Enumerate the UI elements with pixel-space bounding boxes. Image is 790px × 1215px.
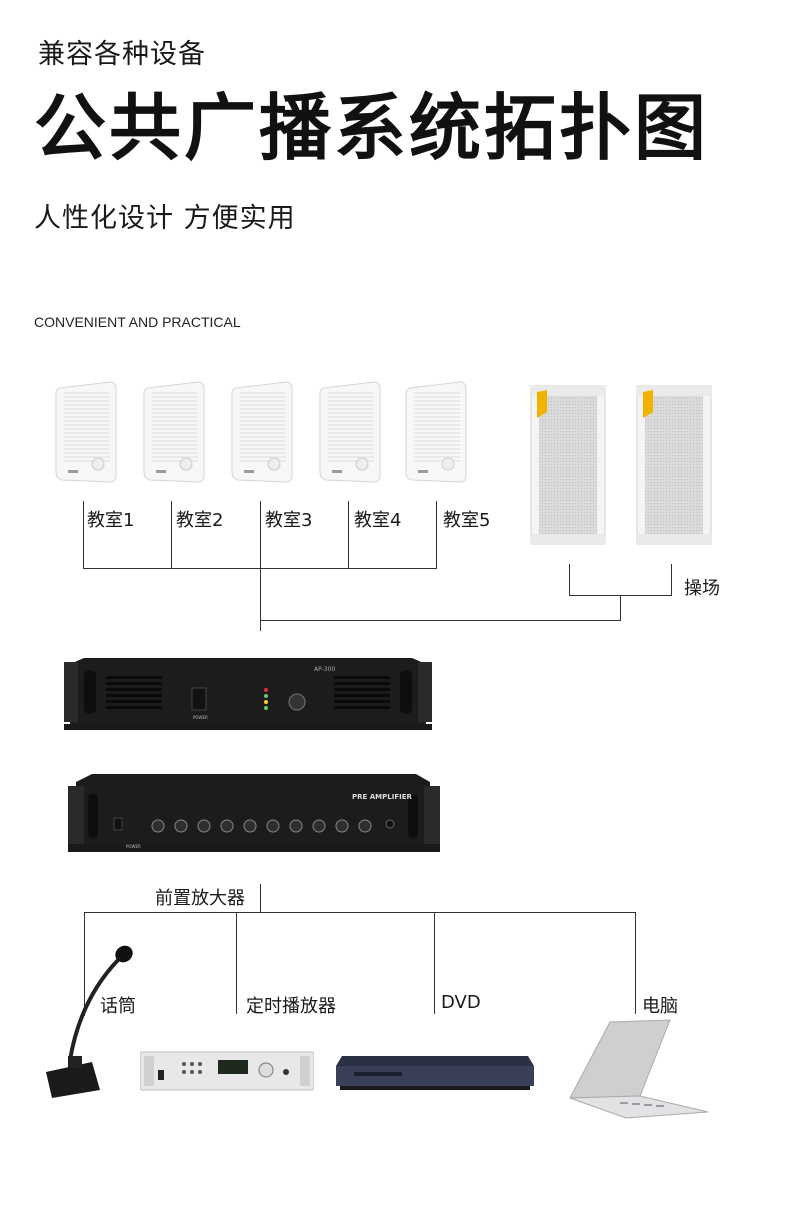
connector-line <box>569 564 570 595</box>
wall-speaker-icon <box>140 380 206 484</box>
preamp-brand: PRE AMPLIFIER <box>352 793 412 801</box>
wall-speaker-icon <box>52 380 118 484</box>
column-speaker-icon <box>529 382 607 550</box>
header-tagline: 人性化设计 方便实用 <box>34 203 296 234</box>
connector-line <box>171 501 172 568</box>
amplifier-model: AP-300 <box>314 666 336 673</box>
source-label-dvd: DVD <box>441 992 481 1013</box>
english-caption: CONVENIENT AND PRACTICAL <box>34 314 241 330</box>
classroom-label-4: 教室4 <box>354 510 402 531</box>
source-label-computer: 电脑 <box>642 996 678 1017</box>
wall-speaker-icon <box>228 380 294 484</box>
connector-line <box>236 912 237 1014</box>
classroom-label-1: 教室1 <box>87 510 135 531</box>
connector-line <box>83 568 437 569</box>
pre-amplifier <box>68 772 440 854</box>
dvd-player-icon <box>334 1052 536 1092</box>
connector-line <box>620 595 621 621</box>
column-speaker-icon <box>635 382 713 550</box>
connector-line <box>83 501 84 568</box>
classroom-label-2: 教室2 <box>176 510 224 531</box>
connector-line <box>260 884 261 912</box>
microphone-icon <box>40 940 140 1100</box>
connector-line <box>434 912 435 1014</box>
preamp-power-label: POWER <box>126 844 141 849</box>
connector-line <box>84 912 85 1016</box>
header-subtitle: 兼容各种设备 <box>38 39 206 70</box>
connector-line <box>260 501 261 631</box>
connector-line <box>635 912 636 1014</box>
connector-line <box>84 912 636 913</box>
preamp-label: 前置放大器 <box>155 888 245 909</box>
connector-line <box>436 501 437 568</box>
connector-line <box>671 564 672 595</box>
classroom-label-5: 教室5 <box>443 510 491 531</box>
amplifier-power-label: POWER <box>193 715 208 720</box>
wall-speaker-icon <box>316 380 382 484</box>
connector-line <box>260 620 621 621</box>
source-label-timer-player: 定时播放器 <box>246 996 336 1017</box>
page-title: 公共广播系统拓扑图 <box>34 86 710 170</box>
connector-line <box>348 501 349 568</box>
wall-speaker-icon <box>402 380 468 484</box>
timer-player-icon <box>140 1050 314 1092</box>
classroom-label-3: 教室3 <box>265 510 313 531</box>
source-label-microphone: 话筒 <box>100 996 136 1017</box>
power-amplifier <box>64 652 432 734</box>
laptop-icon <box>560 1018 710 1122</box>
playground-label: 操场 <box>684 578 720 599</box>
connector-line <box>569 595 672 596</box>
